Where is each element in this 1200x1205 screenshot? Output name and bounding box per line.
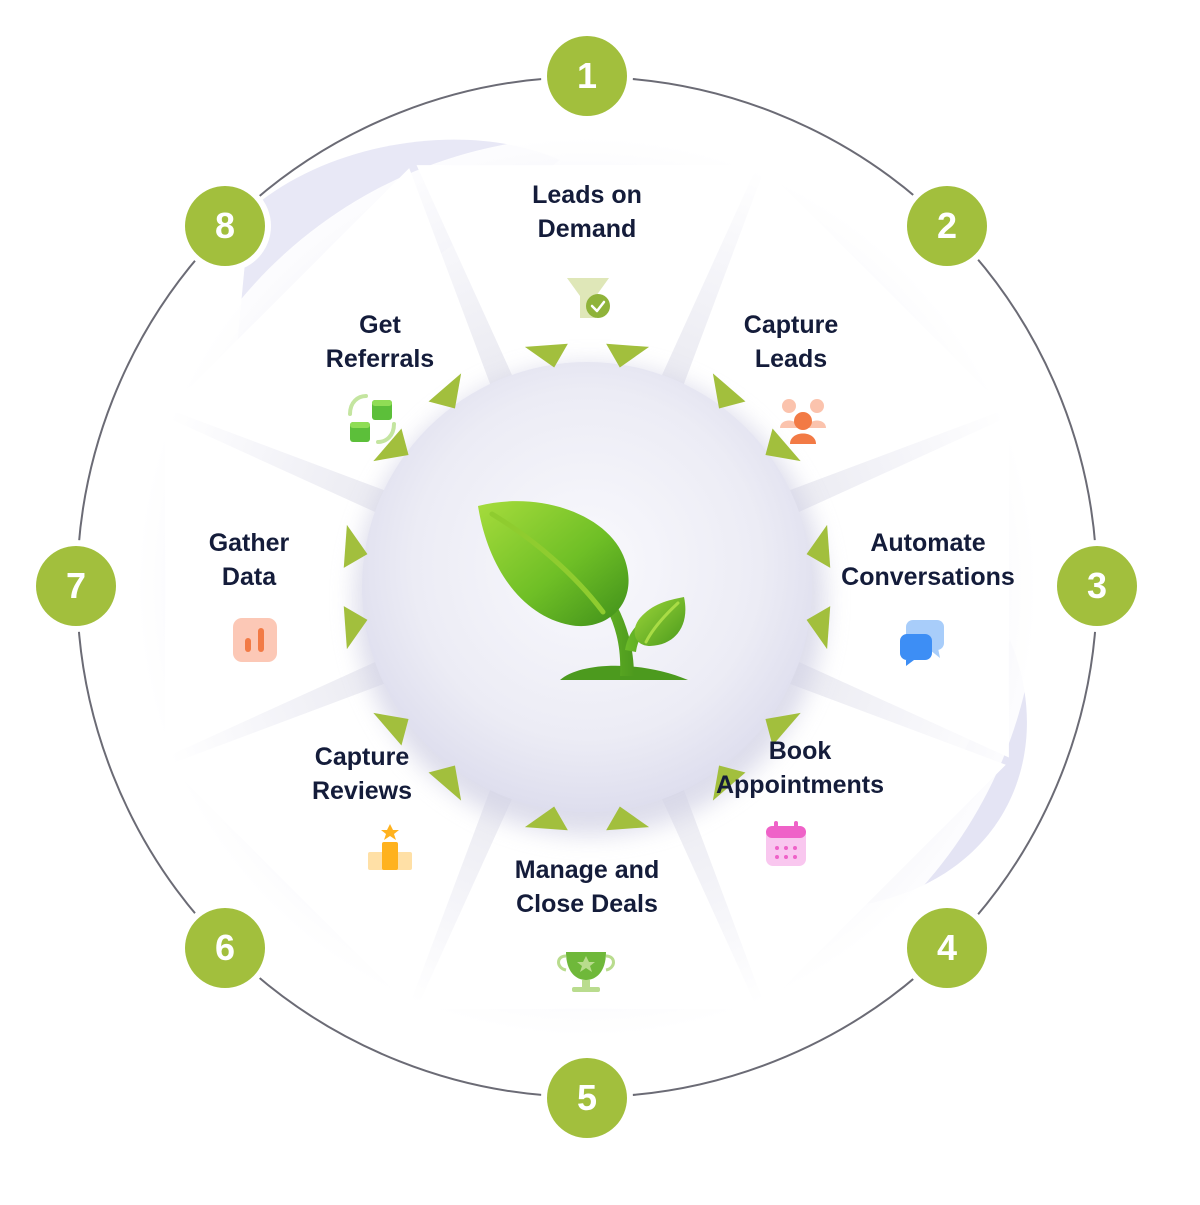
cubes-cycle-icon xyxy=(348,394,396,444)
step-label-line-1: Book xyxy=(768,737,832,765)
step-number-badge-1: 1 xyxy=(547,36,627,116)
background-swoosh-right xyxy=(820,640,1027,910)
step-label-line-1: Leads on xyxy=(532,181,642,209)
step-label-line-1: Gather xyxy=(208,529,290,557)
flow-arrow xyxy=(343,524,368,568)
step-label-line-1: Capture xyxy=(743,311,839,339)
people-group-icon xyxy=(780,399,826,444)
flow-arrow xyxy=(806,524,831,568)
flow-arrow xyxy=(524,806,568,831)
flow-arrow xyxy=(373,712,409,746)
flow-arrow xyxy=(606,806,650,831)
step-label-line-1: Automate xyxy=(870,529,986,557)
step-number-badge-7: 7 xyxy=(36,546,116,626)
sprout-leaf-icon xyxy=(478,501,688,680)
flow-arrow xyxy=(524,343,568,368)
step-label-line-1: Get xyxy=(359,311,401,339)
step-sector-8 xyxy=(168,168,498,498)
step-number-badge-5: 5 xyxy=(547,1058,627,1138)
bar-chart-icon xyxy=(233,618,277,662)
flow-arrow xyxy=(373,428,409,462)
step-sector-2 xyxy=(676,168,1006,498)
sector-group xyxy=(165,165,1009,1009)
step-label-line-2: Leads xyxy=(754,345,828,373)
flow-arrow xyxy=(765,428,801,462)
flow-arrow xyxy=(428,373,462,409)
step-label-1: Leads on Demand xyxy=(457,178,717,246)
flow-arrow xyxy=(606,343,650,368)
flow-arrow xyxy=(712,765,746,801)
step-number-badge-2: 2 xyxy=(907,186,987,266)
podium-star-icon xyxy=(368,824,412,870)
funnel-check-icon xyxy=(567,278,610,318)
step-label-line-1: Manage and xyxy=(514,856,660,884)
step-label-line-2: Demand xyxy=(537,215,637,243)
flow-arrow xyxy=(428,765,462,801)
step-number-badge-6: 6 xyxy=(185,908,265,988)
flow-arrow xyxy=(712,373,746,409)
flow-arrow xyxy=(765,712,801,746)
step-sector-7 xyxy=(165,416,394,758)
step-label-line-2: Conversations xyxy=(841,563,1015,591)
step-sector-5 xyxy=(416,780,758,1009)
trophy-icon xyxy=(557,952,615,992)
calendar-icon xyxy=(766,821,806,866)
flow-arrow xyxy=(806,606,831,650)
step-label-line-2: Data xyxy=(221,563,277,591)
arrow-group xyxy=(343,343,831,831)
step-sector-6 xyxy=(168,676,498,1006)
step-label-line-2: Referrals xyxy=(325,345,435,373)
step-number-badge-4: 4 xyxy=(907,908,987,988)
step-label-line-2: Reviews xyxy=(311,777,413,805)
step-sector-3 xyxy=(780,416,1009,758)
step-number-badge-3: 3 xyxy=(1057,546,1137,626)
step-number-badge-8: 8 xyxy=(185,186,265,266)
chat-bubbles-icon xyxy=(900,620,944,666)
flow-arrow xyxy=(343,606,368,650)
step-label-line-2: Appointments xyxy=(715,771,885,799)
step-label-line-2: Close Deals xyxy=(516,890,658,918)
step-label-line-1: Capture xyxy=(314,743,410,771)
